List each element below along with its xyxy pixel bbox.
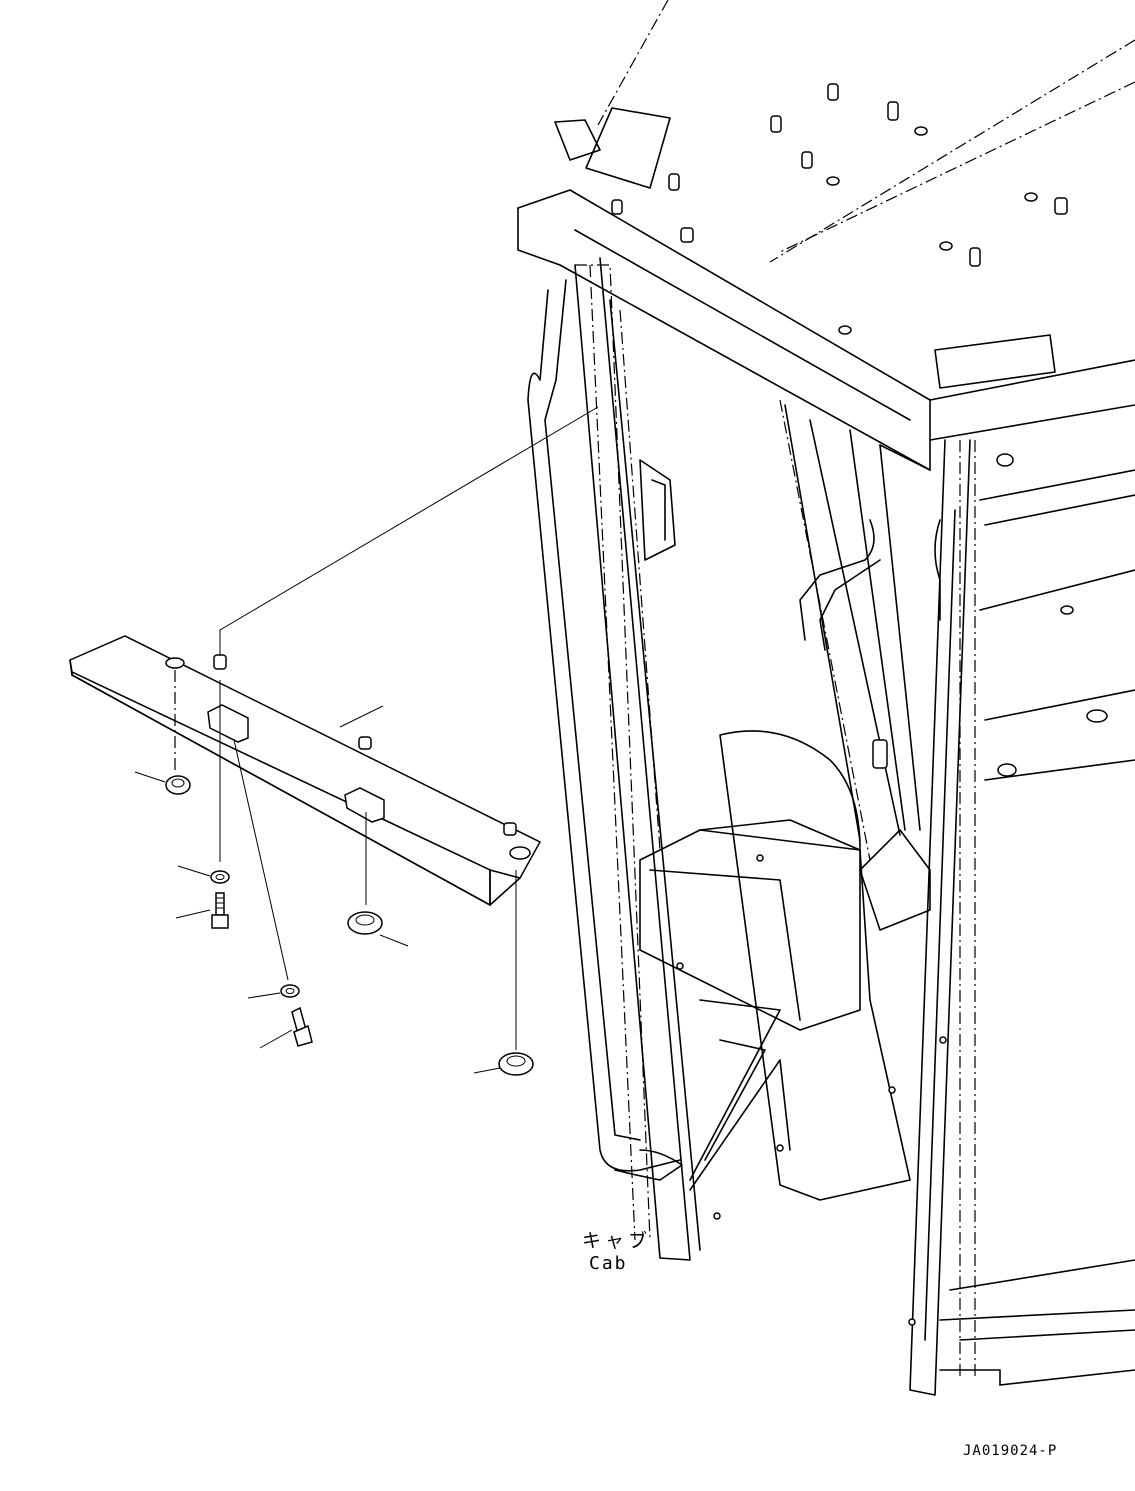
cab-label-japanese: キャブ (582, 1230, 652, 1252)
cab-label-english: Cab (589, 1253, 628, 1274)
drawing-code: JA019024-P (963, 1443, 1058, 1459)
cab-frame-icon (517, 0, 1135, 1396)
bracket-part-icon (69, 635, 542, 907)
washer-icon (177, 865, 300, 999)
cushion-nut-icon (134, 771, 534, 1076)
bolt-icon (175, 892, 313, 1049)
